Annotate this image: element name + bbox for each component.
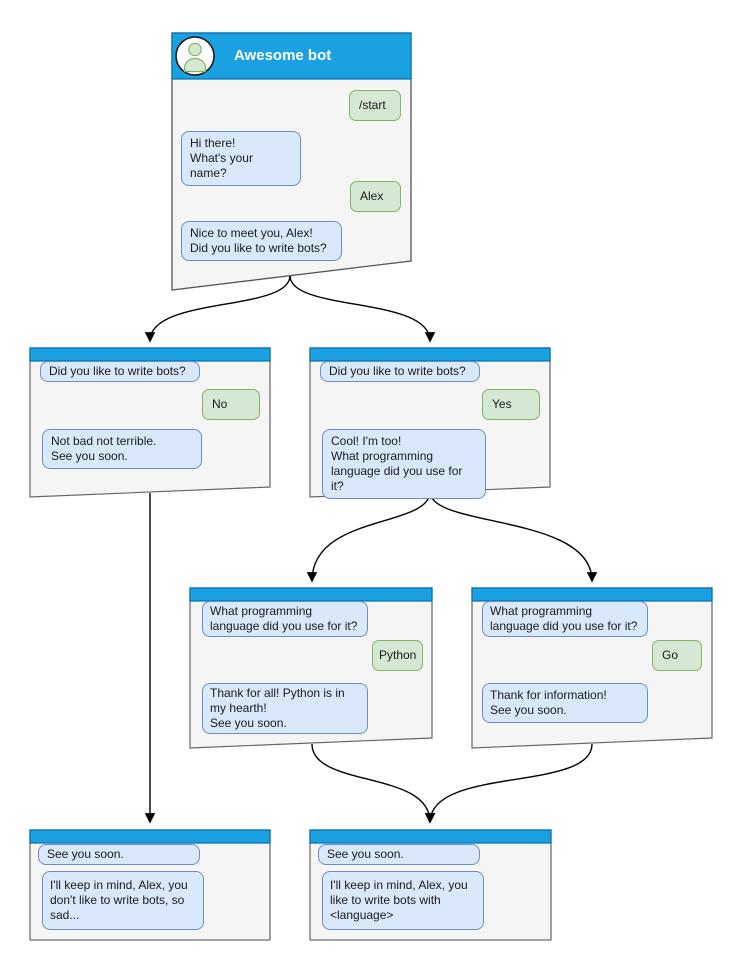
bot-message-bubble: Nice to meet you, Alex! Did you like to … — [181, 221, 342, 261]
bot-message-bubble: Not bad not terrible. See you soon. — [42, 429, 202, 469]
connector-python-to-end-yes — [311, 743, 436, 824]
bot-message-bubble: Thank for all! Python is in my hearth! S… — [202, 683, 368, 734]
bot-message-bubble: Hi there! What's your name? — [181, 131, 301, 186]
bot-message-bubble: Did you like to write bots? — [40, 361, 200, 382]
connector-main-to-yes — [289, 275, 436, 343]
bot-message-bubble: Did you like to write bots? — [320, 361, 480, 382]
go-window-header — [471, 587, 713, 602]
connector-yes-to-python — [306, 491, 431, 583]
connector-main-to-no — [144, 275, 291, 343]
user-message-bubble: /start — [349, 90, 401, 121]
branch-no-header — [29, 347, 271, 362]
user-message-bubble: Go — [652, 640, 702, 671]
bot-avatar-icon — [175, 36, 215, 76]
user-message-bubble: Python — [372, 640, 424, 671]
end-no-header — [29, 829, 271, 844]
bot-message-bubble: See you soon. — [318, 844, 480, 865]
python-window-header — [189, 587, 433, 602]
end-yes-header — [309, 829, 552, 844]
bot-message-bubble: What programming language did you use fo… — [482, 601, 648, 637]
main-window-title: Awesome bot — [234, 47, 332, 64]
bot-message-bubble: Cool! I'm too! What programming language… — [322, 429, 486, 499]
connector-yes-to-go — [429, 491, 598, 583]
bot-message-bubble: What programming language did you use fo… — [202, 601, 368, 637]
bot-message-bubble: Thank for information! See you soon. — [482, 683, 648, 723]
bot-message-bubble: I'll keep in mind, Alex, you don't like … — [42, 871, 204, 930]
bot-message-bubble: See you soon. — [38, 844, 200, 865]
connector-go-to-end-yes — [424, 743, 593, 824]
user-message-bubble: Alex — [350, 181, 401, 212]
user-message-bubble: No — [202, 389, 260, 420]
bot-message-bubble: I'll keep in mind, Alex, you like to wri… — [322, 871, 484, 930]
user-message-bubble: Yes — [482, 389, 540, 420]
branch-yes-header — [309, 347, 551, 362]
